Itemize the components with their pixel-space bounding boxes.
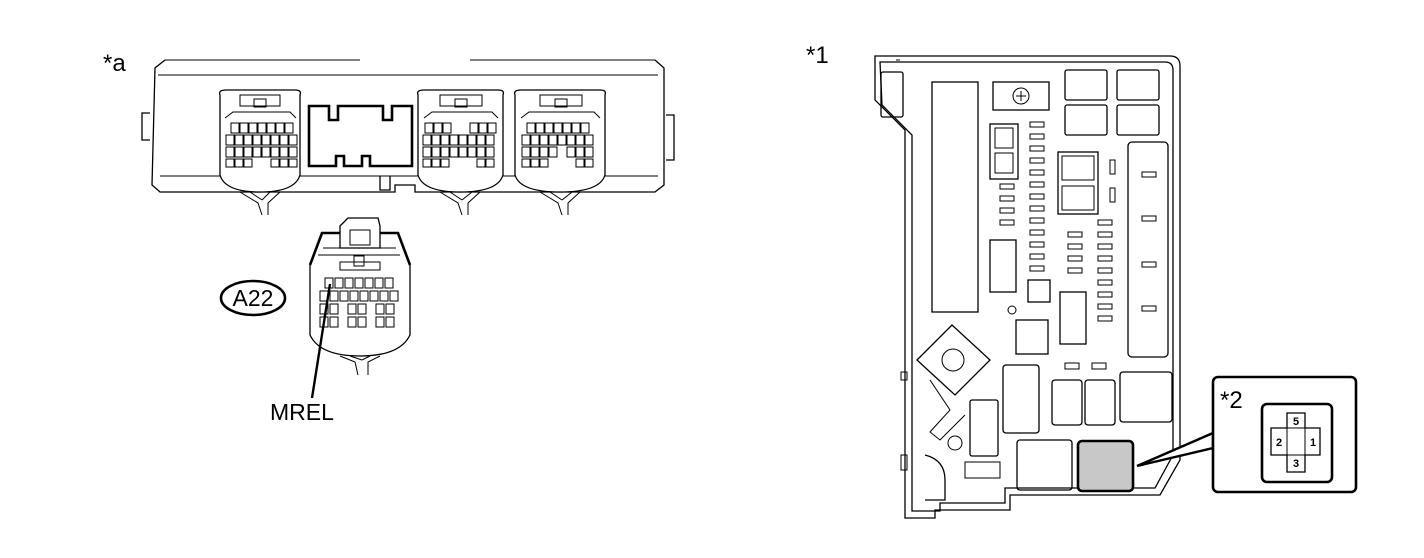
ecu-connector-1 [218,89,302,216]
relay-pin-5: 5 [1293,416,1299,428]
terminal-name-label: MREL [270,399,334,425]
ecu-connector-3 [513,89,607,216]
relay-pin-1: 1 [1310,437,1316,449]
ecu-connector-2 [416,89,505,216]
ecu-view-label: *a [103,50,126,77]
relay-block-housing [874,55,1181,519]
relay-pin-2: 2 [1276,437,1282,449]
ecu-main-socket [307,104,414,168]
relay-detail-label: *2 [1220,387,1243,414]
ecu-assembly: *a [103,50,675,216]
relay-block-internal-parts [880,69,1173,501]
relay-block-view-label: *1 [806,42,829,69]
connector-code-label: A22 [233,285,274,311]
relay-pin-layout: 5 2 1 3 [1270,412,1321,473]
relay-detail-box: *2 5 2 1 3 [1211,375,1358,494]
connector-code-badge: A22 [219,279,287,317]
relay-block-assembly: *1 [806,42,1358,519]
harness-connector-a22 [308,217,412,376]
relay-pin-3: 3 [1293,458,1299,470]
highlighted-relay [1076,439,1135,493]
detail-callout-pointer [1136,431,1215,468]
terminal-leader-line [310,283,332,399]
